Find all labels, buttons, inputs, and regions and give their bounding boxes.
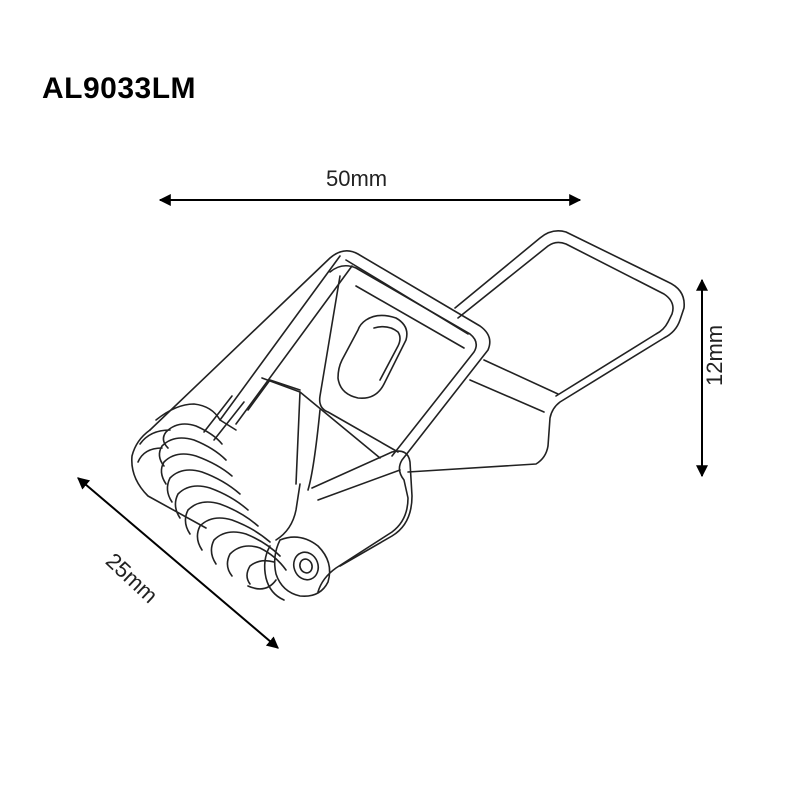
product-code-title: AL9033LM: [42, 72, 197, 105]
pivot-rivet: [263, 536, 331, 601]
dimension-25mm-arrow: [77, 477, 279, 649]
leaf-spring-tab: [407, 230, 685, 473]
dimension-length-label: 50mm: [326, 166, 388, 191]
spring-clip-illustration: [131, 230, 685, 601]
torsion-coil-spring: [137, 423, 287, 590]
dimension-height-label: 12mm: [702, 324, 727, 386]
clip-arm: [131, 250, 491, 593]
